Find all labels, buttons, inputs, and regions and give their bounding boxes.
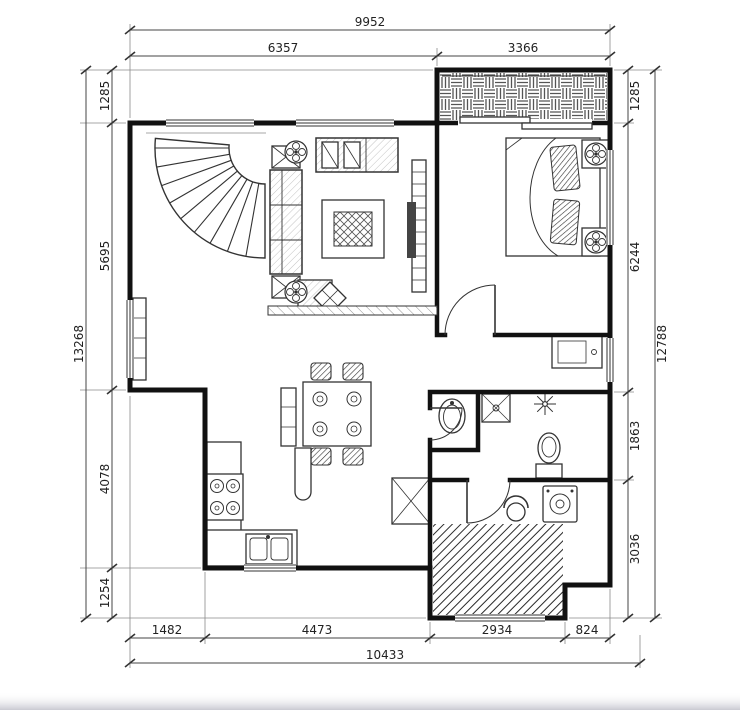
dim-label-left-3: 4078 [98,464,112,495]
bedside-rosette [581,139,611,169]
windows [126,75,614,622]
dim-label-right-3: 1863 [628,421,642,452]
dining-chair [310,447,332,466]
window [166,119,254,127]
speaker-rosette-icon [284,140,308,164]
kitchen-sink [245,533,293,565]
fridge [391,477,431,525]
door-bathroom [466,479,511,524]
dim-label-top-left: 6357 [268,41,299,55]
dresser [551,335,603,369]
balustrade [267,305,438,316]
dining-chair [310,362,332,381]
dim-label-left-total: 13268 [72,325,86,363]
counter-peninsula [294,447,312,501]
dining-chair [342,447,364,466]
kitchen-furniture [206,441,431,567]
dim-label-right-2: 6244 [628,242,642,273]
dining-table [302,381,372,447]
dimension-annotations: 9952 6357 3366 13268 1285 5695 4078 1254… [72,15,669,668]
dim-label-bottom-4: 824 [576,623,599,637]
radiator [132,297,147,381]
window [296,119,394,127]
door-bedroom [444,284,496,336]
door-washroom [429,407,463,441]
bathroom-tiled-floor [433,524,563,615]
pillow [549,144,581,192]
window [126,300,134,378]
tv-cabinet [407,159,427,293]
doors [429,284,511,524]
door-arc [444,284,496,336]
speaker-rosette-icon [284,280,308,304]
dim-label-left-4: 1254 [98,578,112,609]
dining-chair [342,362,364,381]
ceiling-lamp-icon [534,393,556,415]
toilet [535,432,563,479]
tv [407,202,416,258]
dim-label-right-total: 12788 [655,325,669,363]
dim-label-bottom-2: 4473 [302,623,333,637]
sofa [269,169,303,275]
stove [206,473,244,521]
pillow [549,198,581,246]
page-edge-shadow [0,692,740,710]
living-room-furniture [132,137,427,381]
dim-label-top-total: 9952 [355,15,386,29]
bathroom-fixtures [438,393,578,523]
staircase [146,132,266,259]
door-arc [466,479,511,524]
window [455,614,545,622]
walls [127,67,613,621]
dim-label-bottom-1: 1482 [152,623,183,637]
bedroom-furniture [505,137,611,369]
stool [503,495,529,522]
dining-set [280,362,372,501]
exterior-wall [127,67,613,621]
door-arc [429,407,463,441]
balcony-parquet-floor [440,73,607,120]
dim-label-bottom-3: 2934 [482,623,513,637]
window [606,338,614,382]
bedside-rosette [581,227,611,257]
dim-label-bottom-total: 10433 [366,648,404,662]
sideboard [280,387,297,447]
shower [481,393,511,423]
dim-label-left-2: 5695 [98,241,112,272]
dim-label-right-1: 1285 [628,81,642,112]
sliding-door [458,116,593,130]
plates [312,391,362,437]
dim-label-left-1: 1285 [98,81,112,112]
daybed [315,137,399,173]
window [606,150,614,245]
dim-label-top-right: 3366 [508,41,539,55]
coffee-table [321,199,385,259]
window [244,564,296,572]
blanket-fold [529,137,559,257]
washing-machine [542,485,578,523]
dim-label-right-4: 3036 [628,534,642,565]
